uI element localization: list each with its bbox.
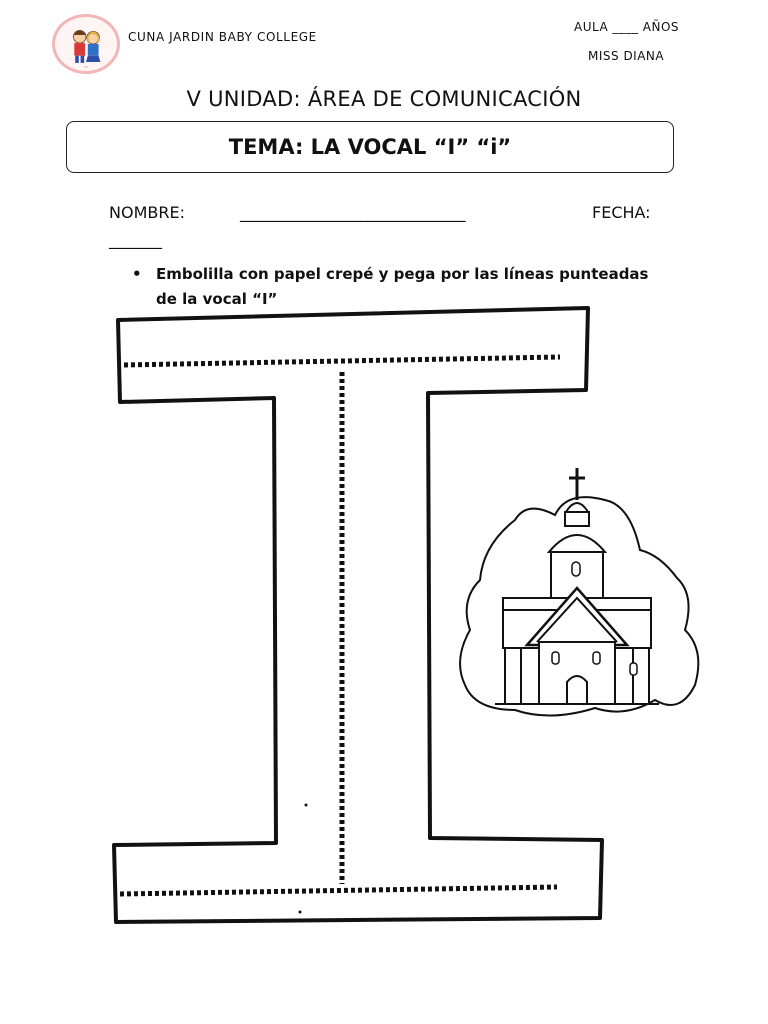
letter-i-outline [112, 306, 604, 924]
dotted-line-bottom [119, 884, 558, 897]
svg-text:~: ~ [84, 65, 88, 70]
teacher-name: MISS DIANA [588, 49, 665, 63]
school-logo: ~ [52, 14, 120, 74]
bullet: • [132, 265, 142, 283]
letter-i-shape [112, 306, 604, 924]
kids-logo-icon: ~ [72, 30, 101, 70]
date-label: FECHA: [592, 203, 651, 222]
school-name: CUNA JARDIN BABY COLLEGE [128, 30, 317, 44]
topic-title: TEMA: LA VOCAL “I” “i” [228, 135, 512, 159]
dotted-line-top [123, 354, 561, 368]
topic-box: TEMA: LA VOCAL “I” “i” [66, 121, 674, 173]
unit-title: V UNIDAD: ÁREA DE COMUNICACIÓN [186, 87, 582, 111]
instruction-text: Embolilla con papel crepé y pega por las… [156, 265, 649, 308]
church-icon [459, 468, 700, 717]
name-line[interactable]: ______________________________ [240, 203, 466, 222]
classroom-label: AULA ____ AÑOS [574, 20, 680, 34]
date-line[interactable]: _______ [109, 230, 162, 249]
name-label: NOMBRE: [109, 203, 185, 222]
instruction: • Embolilla con papel crepé y pega por l… [132, 262, 672, 312]
